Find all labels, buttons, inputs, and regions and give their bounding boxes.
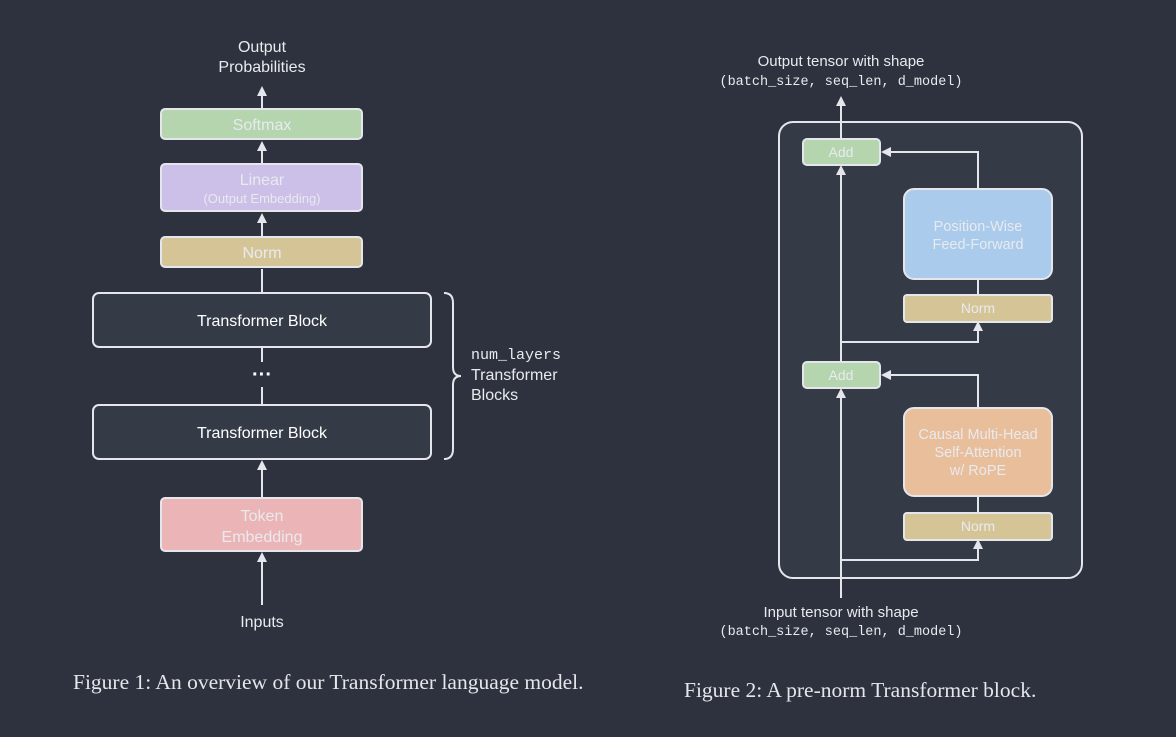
- input-tensor-shape: (batch_size, seq_len, d_model): [719, 625, 962, 640]
- output-tensor-label: Output tensor with shape: [758, 53, 925, 70]
- transformer-block-bottom-label: Transformer Block: [197, 425, 328, 442]
- inputs-label: Inputs: [240, 614, 284, 631]
- add-top-label: Add: [829, 144, 854, 160]
- figure2-diagram: Output tensor with shape (batch_size, se…: [719, 53, 1083, 640]
- brace-label-line2: Blocks: [471, 387, 518, 404]
- input-tensor-label: Input tensor with shape: [763, 604, 918, 621]
- branch-to-norm-top: [841, 321, 983, 343]
- linear-label: Linear: [240, 172, 285, 189]
- figure2-caption: Figure 2: A pre-norm Transformer block.: [684, 678, 1037, 702]
- norm-top-label: Norm: [961, 300, 995, 316]
- add-bottom-label: Add: [829, 367, 854, 383]
- figure1-diagram: Output Probabilities Softmax Linear (Out…: [92, 39, 561, 631]
- figure1-caption: Figure 1: An overview of our Transformer…: [73, 670, 584, 694]
- softmax-box: [160, 108, 363, 140]
- output-tensor-shape: (batch_size, seq_len, d_model): [719, 75, 962, 90]
- ffn-box: [903, 188, 1053, 280]
- arrow-attn-to-add-bottom: [881, 370, 979, 407]
- linear-sublabel: (Output Embedding): [203, 191, 320, 206]
- add-bottom-box: [802, 361, 881, 389]
- attention-label-line3: w/ RoPE: [949, 463, 1007, 479]
- add-top-box: [802, 138, 881, 166]
- ffn-label-line1: Position-Wise: [934, 219, 1023, 235]
- linear-box: [160, 163, 363, 212]
- attention-box: [903, 407, 1053, 497]
- branch-to-norm-bottom: [841, 539, 983, 561]
- softmax-label: Softmax: [233, 117, 292, 134]
- transformer-block-top: [92, 292, 432, 348]
- norm-box: [160, 236, 363, 268]
- transformer-block-bottom: [92, 404, 432, 460]
- arrow-ffn-to-add-top: [881, 147, 979, 188]
- attention-label-line1: Causal Multi-Head: [918, 427, 1037, 443]
- brace-label-line1: Transformer: [471, 367, 558, 384]
- norm-bottom-label: Norm: [961, 518, 995, 534]
- blocks-ellipsis: ···: [252, 364, 272, 386]
- norm-top-box: [903, 294, 1053, 323]
- norm-label: Norm: [242, 245, 281, 262]
- output-label-line2: Probabilities: [218, 59, 305, 76]
- attention-label-line2: Self-Attention: [934, 445, 1021, 461]
- layers-brace: [443, 292, 462, 460]
- token-embedding-box: [160, 497, 363, 552]
- token-embedding-label-line1: Token: [241, 508, 284, 525]
- norm-bottom-box: [903, 512, 1053, 541]
- transformer-block-top-label: Transformer Block: [197, 313, 328, 330]
- ffn-label-line2: Feed-Forward: [932, 237, 1023, 253]
- token-embedding-label-line2: Embedding: [222, 529, 303, 546]
- num-layers-label: num_layers: [471, 347, 561, 364]
- output-label-line1: Output: [238, 39, 287, 56]
